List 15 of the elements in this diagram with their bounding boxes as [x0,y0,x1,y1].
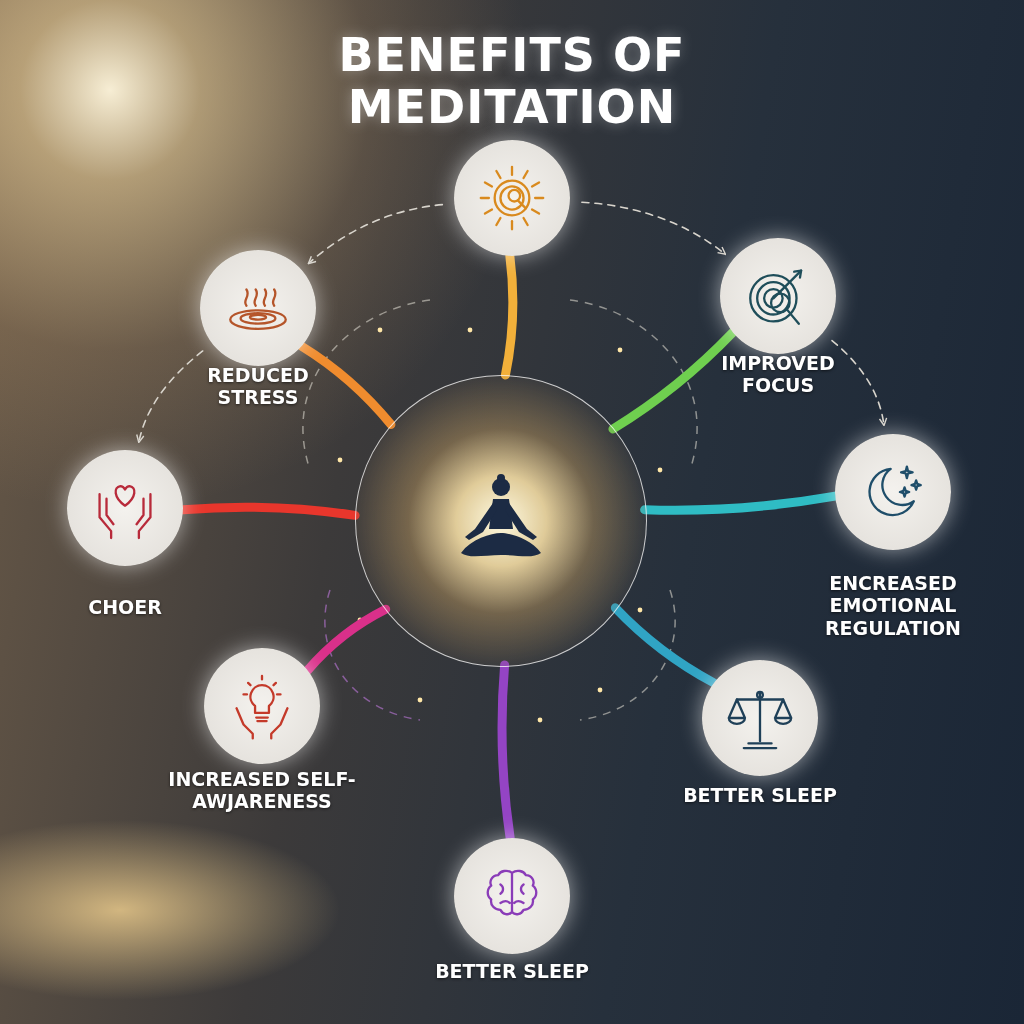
title: BENEFITS OF MEDITATION [337,30,687,134]
benefit-label: ENCREASED EMOTIONAL REGULATION [823,572,963,640]
benefit-label: BETTER SLEEP [683,784,837,807]
dashed-arrow [581,201,727,255]
benefit-label: IMPROVED FOCUS [720,352,836,397]
branch-line [608,327,738,434]
branch-line [303,604,391,675]
dashed-arrow [136,350,204,444]
branch-line [610,603,719,688]
benefit-label: BETTER SLEEP [435,960,589,983]
benefit-label: CHOER [88,596,162,619]
dashed-arrow [831,339,888,427]
dashed-arrow [307,203,444,265]
benefit-label: REDUCED STRESS [206,364,310,409]
benefit-label: INCREASED SELF-AWJARENESS [167,768,357,813]
